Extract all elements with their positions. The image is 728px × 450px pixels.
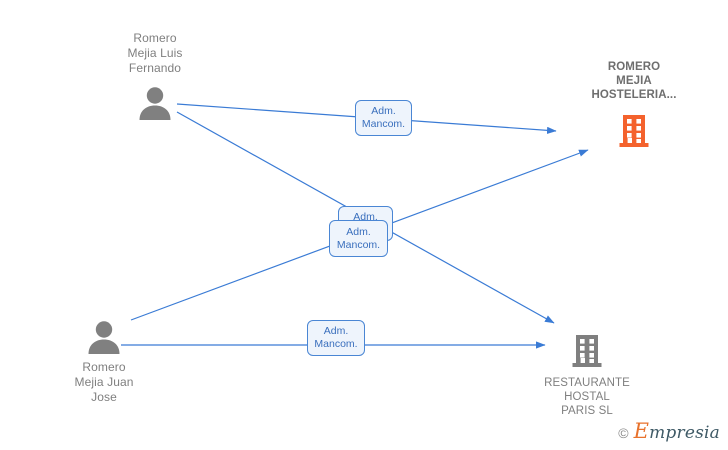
building-icon — [618, 114, 650, 148]
company-label-restaurante-hostal-paris: RESTAURANTE HOSTAL PARIS SL — [544, 377, 630, 417]
company-node-restaurante-hostal-paris[interactable] — [571, 334, 603, 368]
brand-initial: E — [633, 419, 650, 443]
brand-rest: mpresia — [649, 423, 720, 443]
building-icon — [571, 334, 603, 368]
edge-label-center-front[interactable]: Adm. Mancom. — [329, 220, 388, 257]
person-node-luis-fernando[interactable] — [136, 86, 174, 120]
brand-name: Empresia — [634, 421, 720, 443]
watermark-empresia: © Empresia — [618, 421, 720, 443]
edge-label-top[interactable]: Adm. Mancom. — [355, 100, 412, 136]
person-icon — [136, 86, 174, 120]
company-label-romero-mejia-hosteleria: ROMERO MEJIA HOSTELERIA... — [591, 61, 677, 101]
person-label-juan-jose: Romero Mejia Juan Jose — [74, 360, 134, 404]
copyright-icon: © — [618, 424, 629, 441]
person-icon — [85, 320, 123, 354]
company-node-romero-mejia-hosteleria[interactable] — [618, 114, 650, 148]
person-node-juan-jose[interactable] — [85, 320, 123, 354]
person-label-luis-fernando: Romero Mejia Luis Fernando — [127, 31, 183, 75]
edge-label-bottom[interactable]: Adm. Mancom. — [307, 320, 365, 356]
